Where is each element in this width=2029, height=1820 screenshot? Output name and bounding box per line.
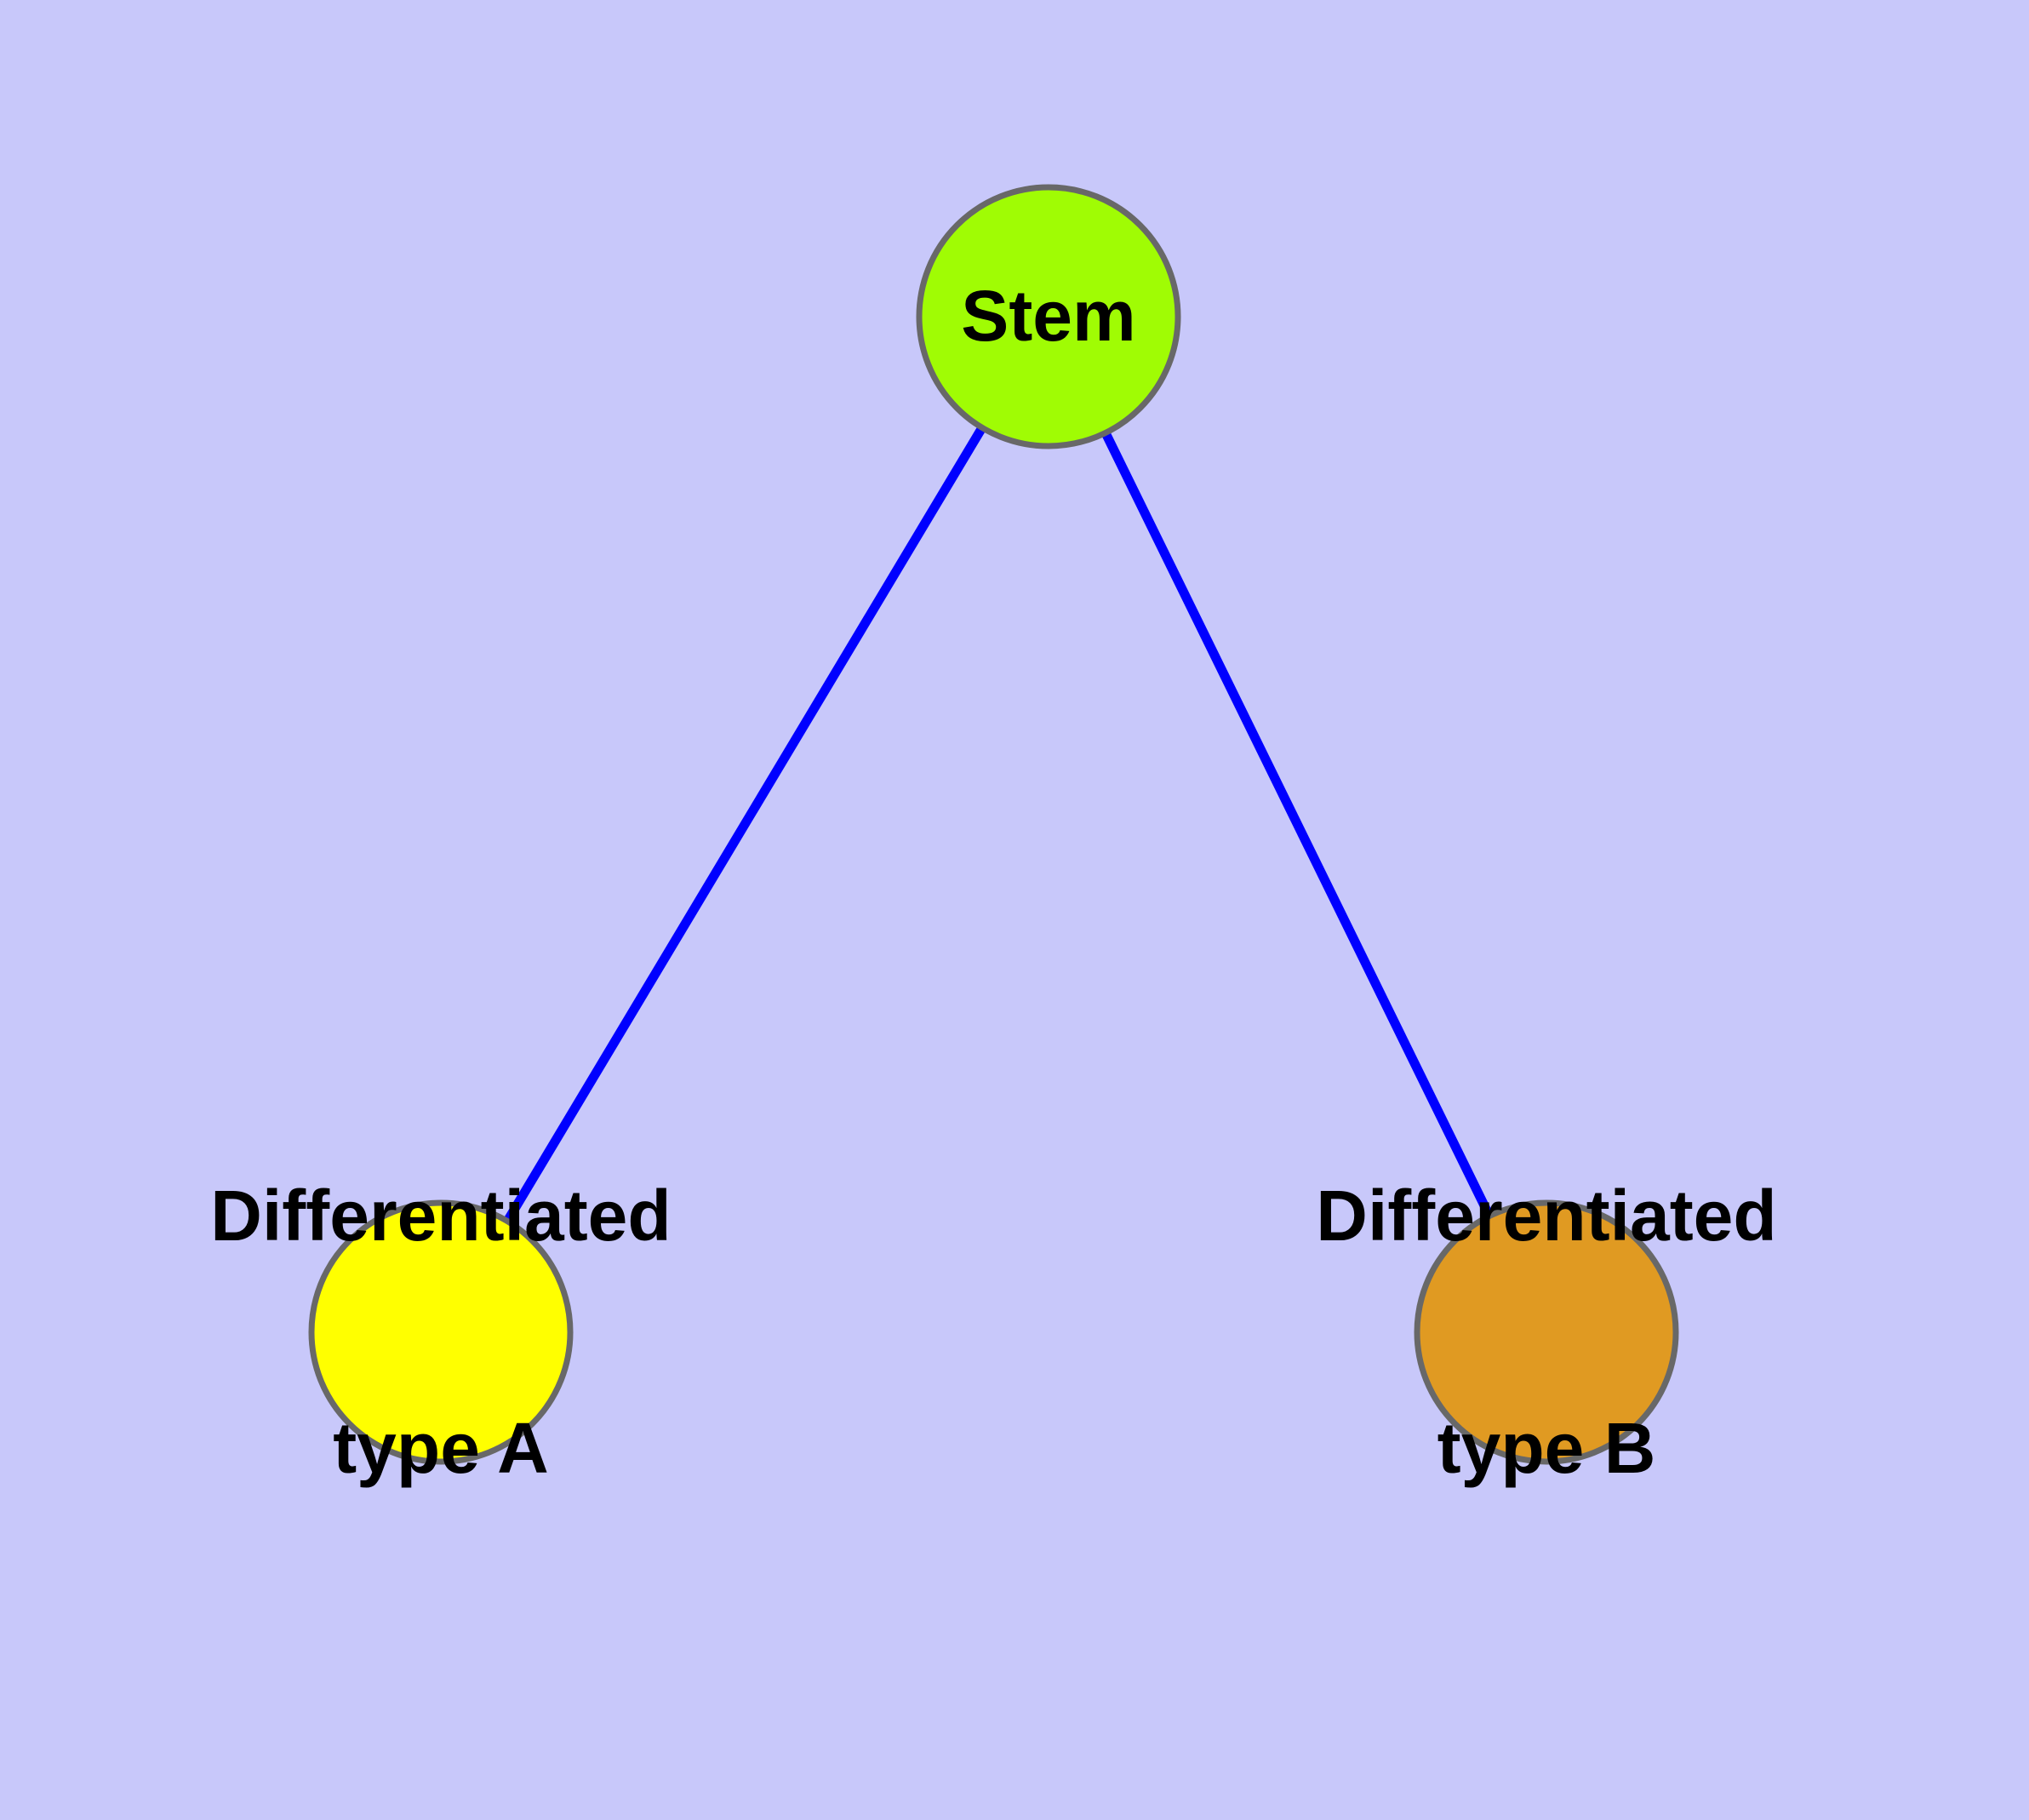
edge-stem-to-differentiated-a[interactable] — [503, 425, 986, 1224]
node-stem-circle[interactable] — [916, 184, 1181, 449]
edge-layer — [503, 425, 1495, 1224]
node-differentiated-a-circle[interactable] — [308, 1199, 574, 1465]
node-differentiated-b-circle[interactable] — [1414, 1199, 1679, 1465]
node-layer — [308, 184, 1679, 1465]
edge-stem-to-differentiated-b[interactable] — [1100, 431, 1495, 1218]
